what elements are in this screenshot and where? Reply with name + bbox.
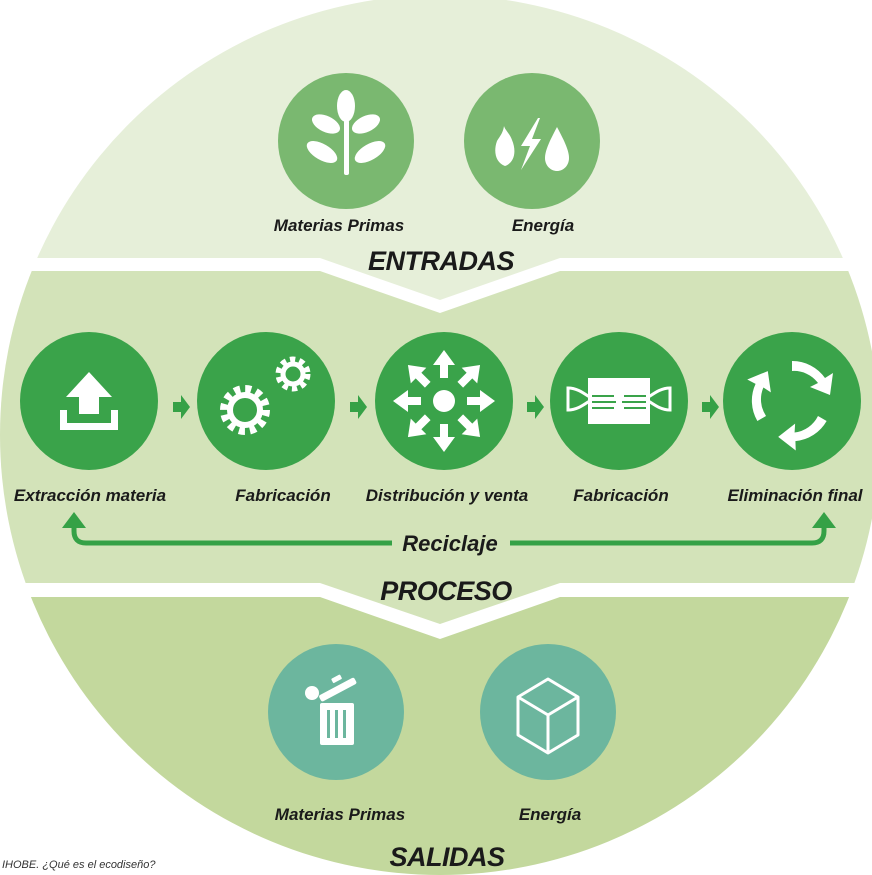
step-arrow <box>527 395 544 419</box>
step-label-distribucion: Distribución y venta <box>366 486 528 505</box>
process-step-fabricacion-1 <box>197 332 335 470</box>
source-credit: IHOBE. ¿Qué es el ecodiseño? <box>2 859 156 871</box>
output-label-materias: Materias Primas <box>275 805 405 824</box>
trash-can-icon <box>305 674 357 745</box>
process-step-fabricacion-2 <box>550 332 688 470</box>
energy-icon <box>495 118 569 171</box>
input-label-energia: Energía <box>512 216 574 235</box>
step-label-extraction: Extracción materia <box>14 486 166 505</box>
step-label-fabricacion-1: Fabricación <box>235 486 330 505</box>
step-label-eliminacion: Eliminación final <box>727 486 863 505</box>
step-label-fabricacion-2: Fabricación <box>573 486 668 505</box>
input-materias-primas <box>278 73 414 209</box>
step-arrow <box>702 395 719 419</box>
process-step-distribucion <box>375 332 513 470</box>
process-step-extraction <box>20 332 158 470</box>
recycle-icon <box>747 360 833 451</box>
upload-icon <box>60 372 118 430</box>
output-label-energia: Energía <box>519 805 581 824</box>
output-materias-primas <box>268 644 404 780</box>
inputs-band <box>0 0 872 300</box>
section-title-inputs: ENTRADAS <box>368 246 514 276</box>
recycle-loop-arrow <box>62 512 836 546</box>
step-arrow <box>350 395 367 419</box>
step-arrow <box>173 395 190 419</box>
plant-icon <box>306 90 386 175</box>
outputs-band <box>0 597 872 875</box>
process-step-eliminacion <box>723 332 861 470</box>
output-energia <box>480 644 616 780</box>
input-label-materias: Materias Primas <box>274 216 404 235</box>
hands-product-icon <box>566 378 672 424</box>
gears-icon <box>220 356 311 435</box>
input-energia <box>464 73 600 209</box>
section-title-process: PROCESO <box>380 576 512 606</box>
section-title-outputs: SALIDAS <box>389 842 504 872</box>
recycle-label: Reciclaje <box>402 531 497 556</box>
distribution-arrows-icon <box>393 350 495 452</box>
cube-icon <box>516 677 580 755</box>
